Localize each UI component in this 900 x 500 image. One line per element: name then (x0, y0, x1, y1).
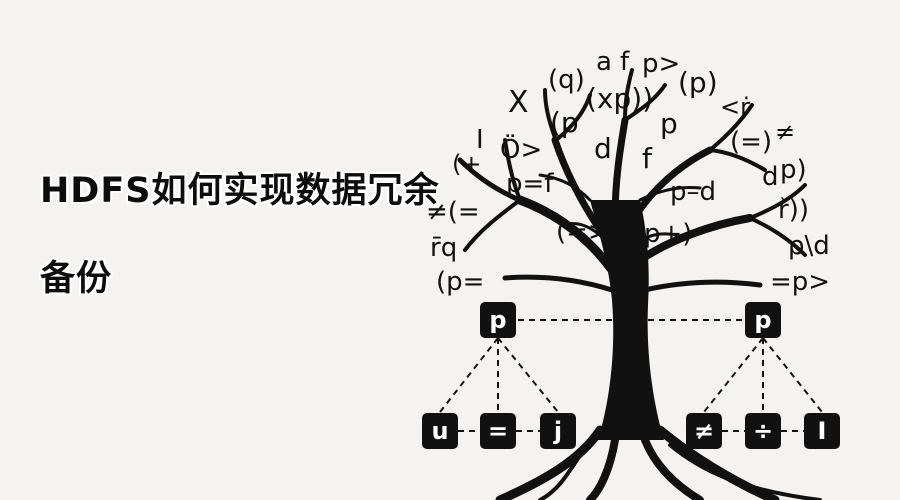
tree-symbol: f (620, 47, 630, 77)
node-connectors (439, 319, 823, 432)
tree-symbol: I (476, 125, 484, 155)
node-label: = (488, 417, 508, 445)
tree-symbol: d (594, 132, 612, 165)
tree-symbol: (xp)) (586, 82, 653, 115)
node-label: ÷ (753, 417, 773, 445)
tree-symbol: (+ (452, 150, 481, 178)
tree-symbol: p=f (506, 169, 554, 199)
node-label: j (553, 417, 562, 445)
node-label: ≠ (694, 417, 714, 445)
right-child-node: ÷ (745, 413, 781, 449)
tree-symbol: ≠ (775, 118, 795, 146)
node-label: p (489, 306, 506, 334)
tree-symbol: p) (780, 155, 807, 185)
tree-symbol: ř)) (778, 195, 809, 225)
tree-symbol: (p) (678, 66, 718, 99)
title-line-2: 备份 (40, 259, 113, 299)
tree-symbol: =p> (770, 267, 830, 297)
tree-symbols: (q) a f p> (p) X (xp)) (p <ṙ I Ö> p d f … (426, 47, 830, 297)
tree-symbol: p> (642, 49, 680, 79)
tree-symbol: p–d (670, 177, 716, 207)
left-child-node: j (540, 413, 576, 449)
right-child-node: I (804, 413, 840, 449)
tree-symbol: (q) (548, 65, 585, 95)
tree-symbol: ≠(= (426, 197, 480, 227)
left-child-node: u (422, 413, 458, 449)
tree-symbol: (p (550, 106, 579, 139)
tree-symbol: d (762, 162, 779, 192)
right-child-node: ≠ (686, 413, 722, 449)
node-label: I (818, 417, 827, 445)
tree-symbol: <ṙ (720, 93, 750, 121)
node-label: p (754, 306, 771, 334)
tree-symbol: p+) (644, 219, 692, 249)
tree-branches (457, 68, 807, 293)
tree-symbol: X (508, 85, 529, 120)
tree-symbol: ρ\d (788, 231, 830, 261)
tree-roots (495, 425, 822, 500)
tree-symbol: (=) (730, 127, 772, 157)
tree-symbol: (=> (556, 217, 610, 247)
tree-symbol: r̄q (430, 233, 457, 263)
tree-symbol: f (642, 142, 653, 175)
node-label: u (431, 417, 448, 445)
tree-symbol: Ö> (500, 133, 542, 165)
left-child-node: = (480, 413, 516, 449)
right-root-node: p (745, 302, 781, 338)
tree-symbol: a (596, 47, 612, 77)
title-line-1: HDFS如何实现数据冗余 (40, 171, 440, 211)
left-root-node: p (480, 302, 516, 338)
tree-symbol: p (660, 107, 678, 140)
tree-symbol: (p= (436, 267, 484, 297)
